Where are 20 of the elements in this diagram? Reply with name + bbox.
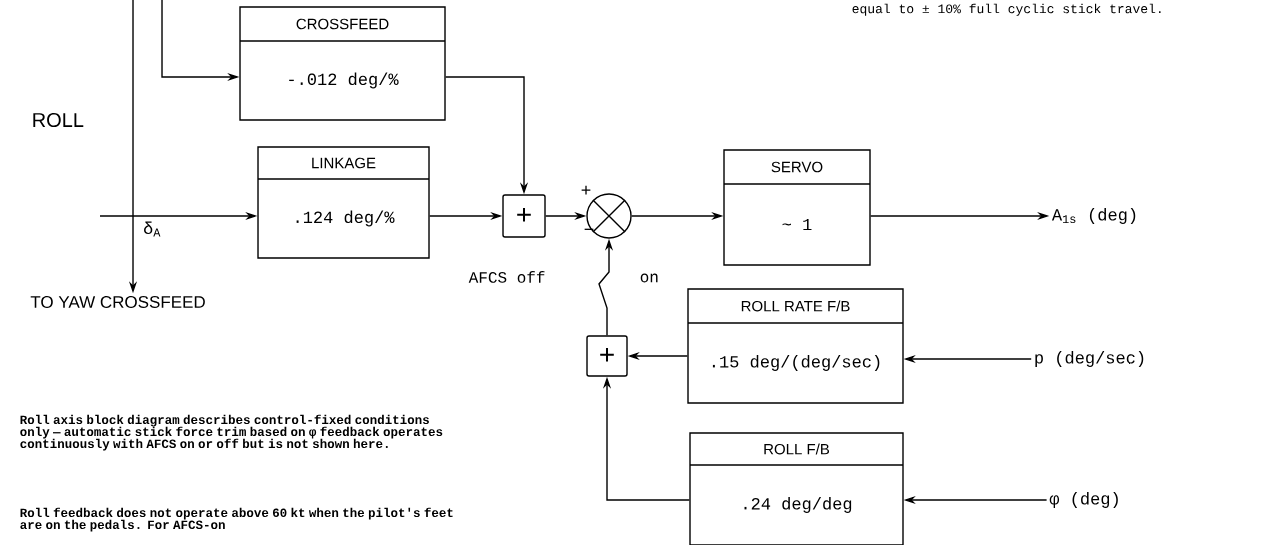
signal-label: A$_{1s}$ (deg) xyxy=(1051,208,1136,224)
note-text: Roll axis block diagram describes control-fixed conditions only — automatic stick force trim based on φ feedback operates continuously with AFCS on or off but is not shown here. xyxy=(20,414,443,451)
transfer-block: CROSSFEED -.012 deg/% xyxy=(239,6,446,121)
transfer-block: LINKAGE .124 deg/% xyxy=(257,146,430,259)
label-text: equal to ± 10% full cyclic stick travel. xyxy=(852,3,1161,16)
note-text: Roll feedback does not operate above 60 kt when the pilot's feet are on the pedals. For AFCS-on xyxy=(20,507,453,532)
summing-junction: + xyxy=(586,335,628,377)
transfer-block: ROLL F/B .24 deg/deg xyxy=(689,432,904,545)
summing-junction: + xyxy=(502,194,546,238)
comparator-circle xyxy=(586,193,632,239)
signal-label: φ (deg) xyxy=(1049,492,1118,508)
label-text: AFCS off xyxy=(468,271,545,283)
label-text: ROLL xyxy=(33,112,84,128)
label-text: on xyxy=(640,273,658,283)
transfer-block: ROLL RATE F/B .15 deg/(deg/sec) xyxy=(687,288,904,404)
transfer-block: SERVO ~ 1 xyxy=(723,149,871,266)
signal-label: p (deg/sec) xyxy=(1035,351,1144,367)
signal-label: TO YAW CROSSFEED xyxy=(30,295,205,308)
signal-label: δ$_{A}$ xyxy=(144,221,161,237)
sign-label: + xyxy=(581,185,591,195)
